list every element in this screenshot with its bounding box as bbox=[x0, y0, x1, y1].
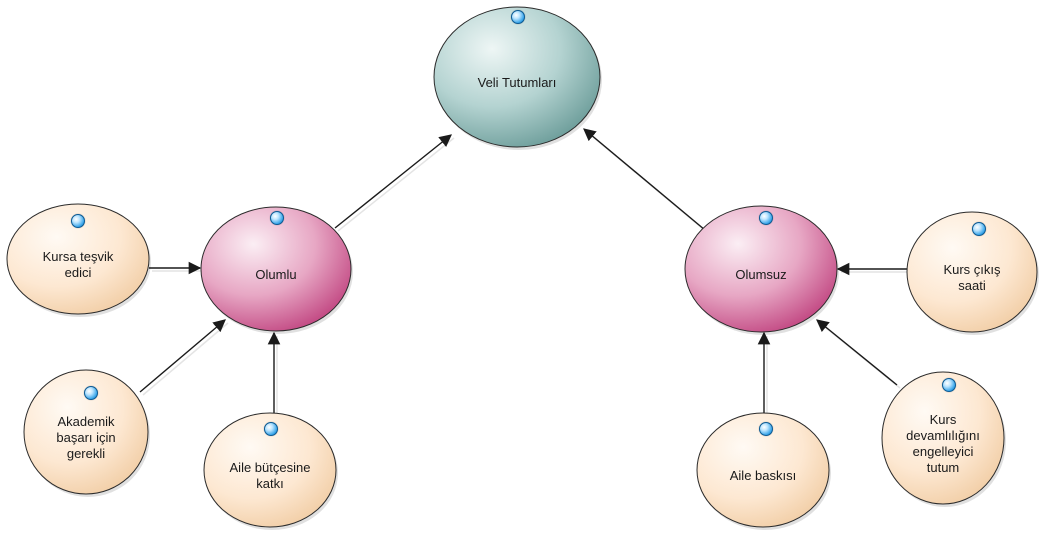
node-olumsuz-ellipse[interactable] bbox=[684, 205, 838, 333]
node-veli-tutumlari[interactable] bbox=[433, 6, 602, 150]
node-marker-icon bbox=[942, 378, 956, 392]
node-aile-baskisi[interactable] bbox=[696, 412, 831, 530]
edge-olumlu-to-root-shadow bbox=[337, 137, 455, 232]
node-kurs-cikis-saati-ellipse[interactable] bbox=[906, 211, 1038, 333]
node-marker-icon bbox=[270, 211, 284, 225]
node-marker-icon bbox=[972, 222, 986, 236]
edge-akademik-to-olumlu-shadow bbox=[142, 322, 229, 396]
edges-layer bbox=[139, 128, 911, 416]
node-aile-butcesine-katki[interactable] bbox=[203, 412, 338, 530]
node-marker-icon bbox=[264, 422, 278, 436]
node-marker-icon bbox=[759, 422, 773, 436]
node-aile-baskisi-ellipse[interactable] bbox=[696, 412, 830, 528]
node-kurs-devamliligini[interactable] bbox=[881, 371, 1006, 507]
edge-olumlu-to-root bbox=[334, 134, 452, 229]
node-olumlu[interactable] bbox=[200, 206, 353, 334]
node-akademik-basari[interactable] bbox=[23, 369, 150, 497]
node-olumlu-ellipse[interactable] bbox=[200, 206, 352, 332]
node-marker-icon bbox=[759, 211, 773, 225]
edge-olumsuz-to-root bbox=[583, 128, 706, 231]
node-olumsuz[interactable] bbox=[684, 205, 839, 335]
edge-kurs-devamliligini-to-olumsuz bbox=[816, 319, 898, 386]
node-kursa-tesvik-edici-ellipse[interactable] bbox=[6, 203, 150, 315]
node-marker-icon bbox=[511, 10, 525, 24]
edge-akademik-to-olumlu bbox=[139, 319, 226, 393]
node-akademik-basari-ellipse[interactable] bbox=[23, 369, 149, 495]
node-veli-tutumlari-ellipse[interactable] bbox=[433, 6, 601, 148]
nodes-layer bbox=[6, 6, 1039, 530]
node-marker-icon bbox=[84, 386, 98, 400]
node-kurs-cikis-saati[interactable] bbox=[906, 211, 1039, 335]
node-kurs-devamliligini-ellipse[interactable] bbox=[881, 371, 1005, 505]
node-kursa-tesvik-edici[interactable] bbox=[6, 203, 151, 317]
node-aile-butcesine-katki-ellipse[interactable] bbox=[203, 412, 337, 528]
node-marker-icon bbox=[71, 214, 85, 228]
